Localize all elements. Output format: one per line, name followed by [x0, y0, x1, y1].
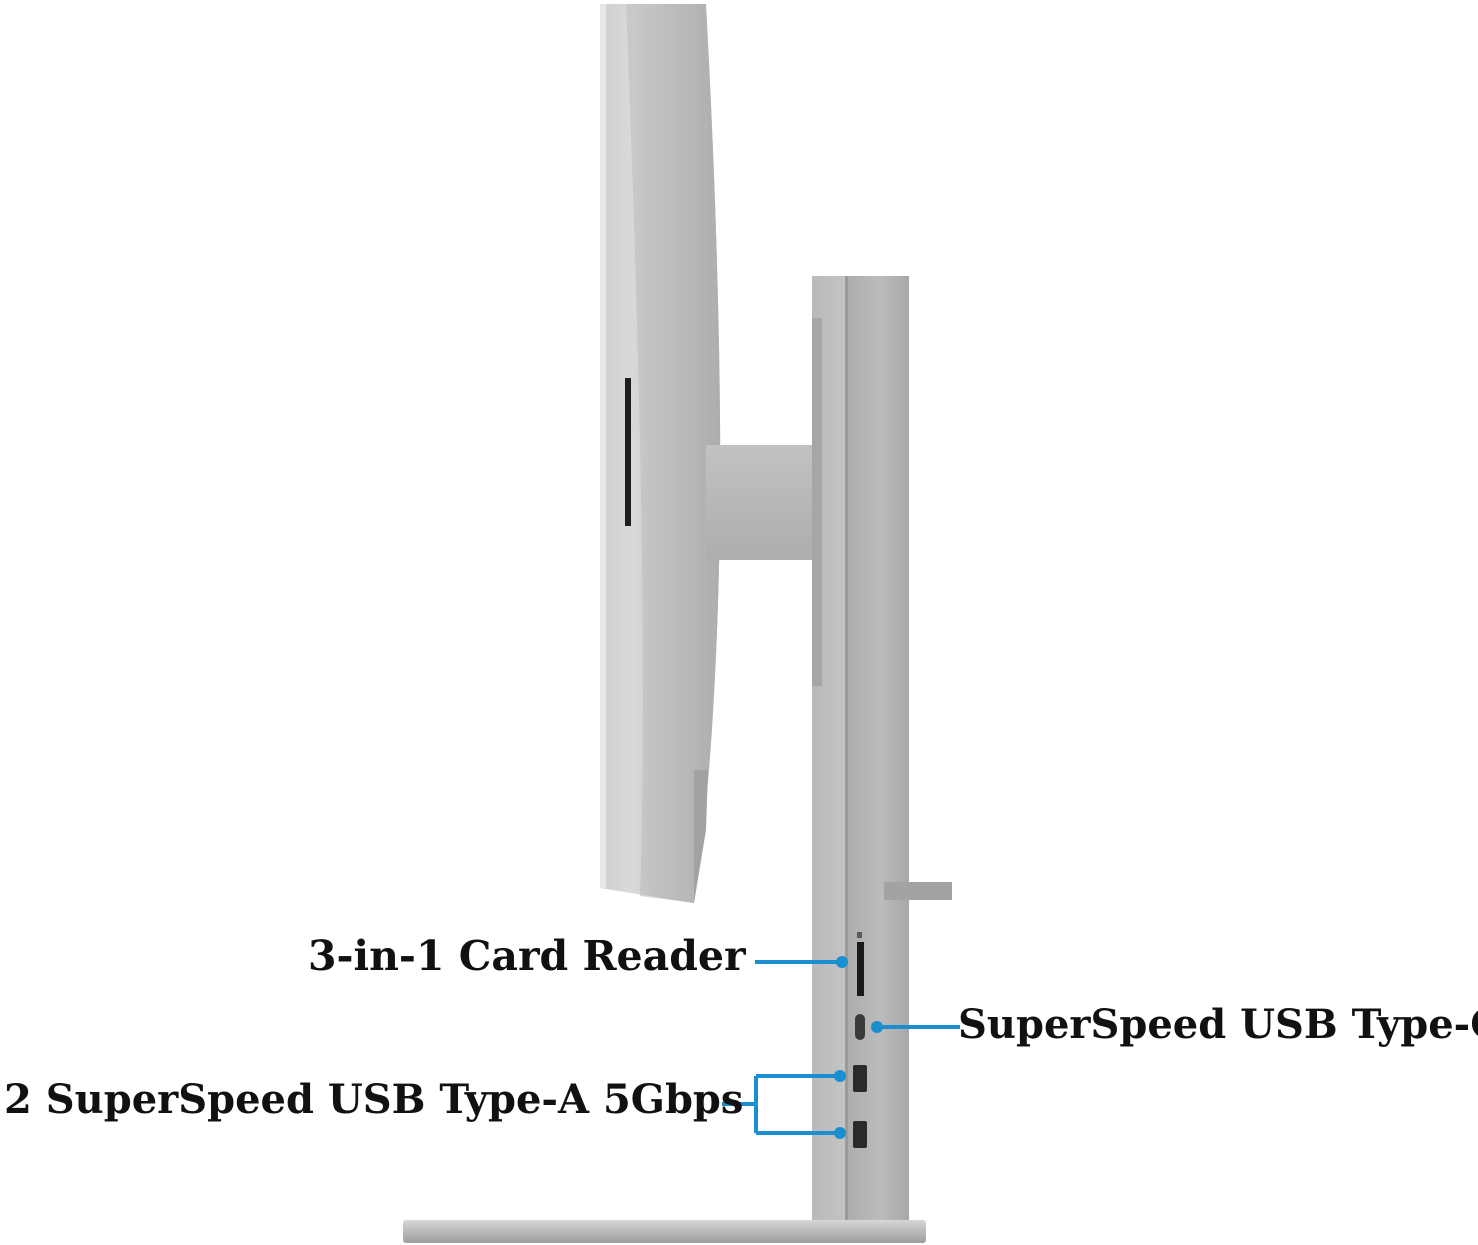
port-panel	[853, 932, 867, 1148]
hinge-arm	[706, 445, 816, 560]
stand-base	[403, 1220, 926, 1243]
monitor-panel	[600, 4, 721, 903]
card-reader-slot	[857, 942, 864, 996]
panel-slot	[625, 378, 631, 526]
usb-a-port-1	[853, 1065, 867, 1092]
stand-column	[812, 276, 909, 1222]
usb-c-port	[855, 1014, 865, 1040]
cable-clip	[884, 882, 952, 900]
usb-a-port-2	[853, 1121, 867, 1148]
callout-line-usb-a	[722, 1074, 840, 1135]
card-reader-label: 3-in-1 Card Reader	[308, 932, 746, 980]
callout-lines	[722, 956, 960, 1139]
usb-a-label: 2 SuperSpeed USB Type-A 5Gbps	[4, 1076, 744, 1123]
usb-c-label: SuperSpeed USB Type-C	[958, 1001, 1478, 1048]
